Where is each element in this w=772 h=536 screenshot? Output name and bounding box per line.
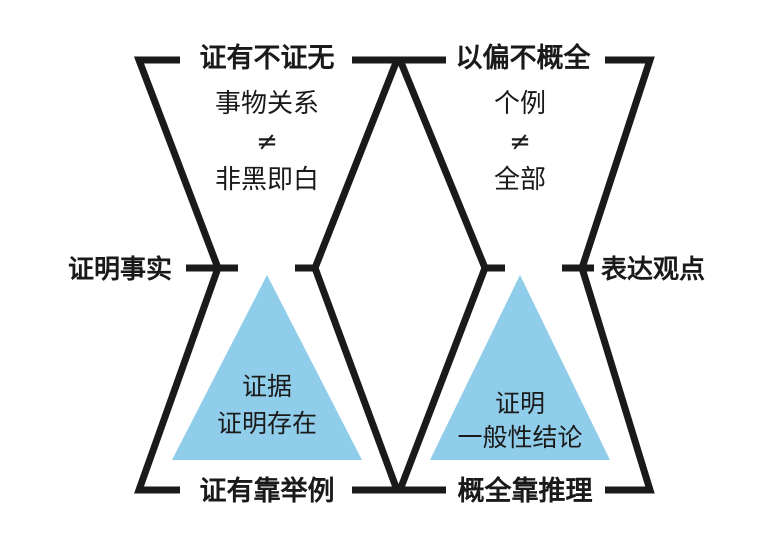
right-side-label: 表达观点 [601,254,705,285]
right-top-label: 以偏不概全 [456,42,592,74]
left-hourglass: 证有不证无 事物关系 ≠ 非黑即白 证明事实 证据 证明存在 证有靠举例 [68,43,403,507]
left-bottom-flask-outline [134,264,403,494]
right-triangle-line1: 证明 [495,389,545,418]
left-top-symbol: ≠ [256,127,278,157]
left-bottom-label: 证有靠举例 [200,475,335,507]
right-triangle-line2: 一般性结论 [457,423,582,452]
left-top-line1: 事物关系 [215,89,319,119]
right-hourglass: 以偏不概全 个例 ≠ 全部 表达观点 证明 一般性结论 概全靠推理 [394,42,705,507]
left-top-line2: 非黑即白 [215,165,319,195]
left-side-label: 证明事实 [68,254,172,285]
right-bottom-label: 概全靠推理 [458,475,593,507]
left-triangle-line2: 证明存在 [217,409,317,438]
right-top-symbol: ≠ [509,127,531,157]
right-top-line2: 全部 [494,165,546,195]
left-top-label: 证有不证无 [200,43,335,74]
left-triangle-line1: 证据 [242,372,292,401]
right-triangle [430,275,610,460]
left-triangle [172,275,362,460]
right-top-line1: 个例 [494,89,546,119]
